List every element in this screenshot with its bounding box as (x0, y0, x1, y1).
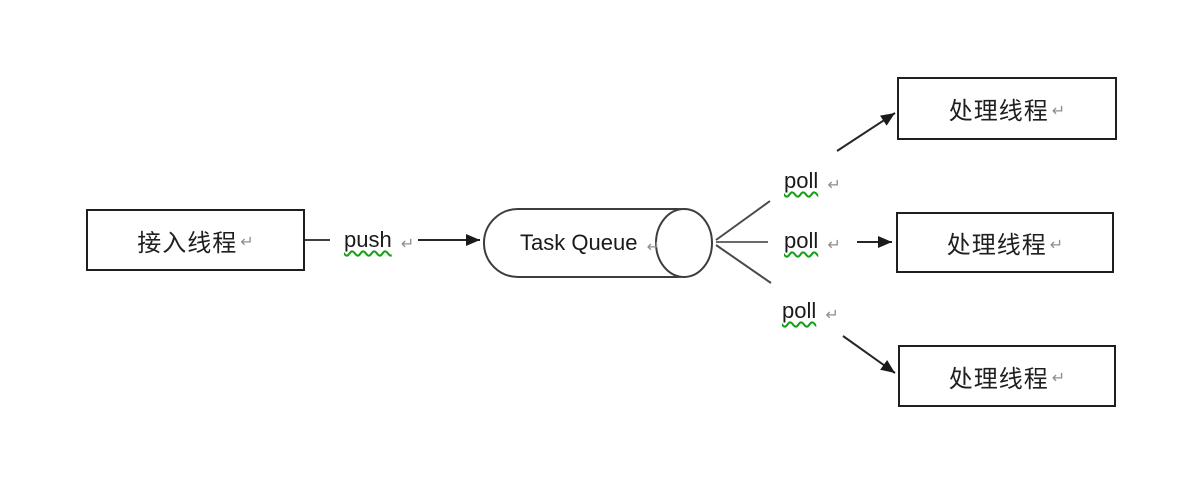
worker-thread-label: 处理线程 (946, 232, 1047, 259)
worker-thread-box-middle: 处理线程 ↵ (896, 212, 1114, 273)
fan-line-bottom (715, 244, 772, 284)
worker-thread-label: 处理线程 (948, 365, 1049, 393)
poll-label: poll (782, 298, 817, 323)
return-mark-icon: ↵ (1051, 368, 1066, 387)
edge-label-poll-middle: poll ↵ (784, 228, 841, 254)
worker-thread-label: 处理线程 (948, 98, 1049, 125)
return-mark-icon: ↵ (400, 234, 415, 253)
task-queue-cylinder (483, 208, 713, 278)
return-mark-icon: ↵ (1051, 100, 1066, 120)
worker-thread-box-bottom: 处理线程 ↵ (898, 345, 1116, 407)
return-mark-icon: ↵ (240, 232, 254, 251)
access-thread-box: 接入线程 ↵ (86, 209, 305, 271)
edge-label-poll-top: poll ↵ (784, 168, 841, 194)
poll-label: poll (784, 168, 819, 193)
return-mark-icon: ↵ (646, 237, 660, 256)
task-queue-label: Task Queue (520, 230, 638, 255)
poll-arrow-bottom (842, 335, 896, 374)
access-thread-label: 接入线程 (137, 229, 238, 257)
edge-label-poll-bottom: poll ↵ (782, 298, 839, 324)
push-label: push (344, 227, 392, 252)
poll-label: poll (784, 228, 819, 253)
fan-line-top (715, 200, 771, 241)
worker-thread-box-top: 处理线程 ↵ (897, 77, 1117, 140)
poll-arrow-top (836, 112, 896, 152)
return-mark-icon: ↵ (825, 305, 839, 324)
return-mark-icon: ↵ (1049, 234, 1064, 254)
return-mark-icon: ↵ (827, 235, 841, 254)
task-queue-label-wrap: Task Queue ↵ (492, 229, 688, 256)
return-mark-icon: ↵ (827, 175, 841, 194)
edge-label-push: push ↵ (344, 227, 414, 253)
